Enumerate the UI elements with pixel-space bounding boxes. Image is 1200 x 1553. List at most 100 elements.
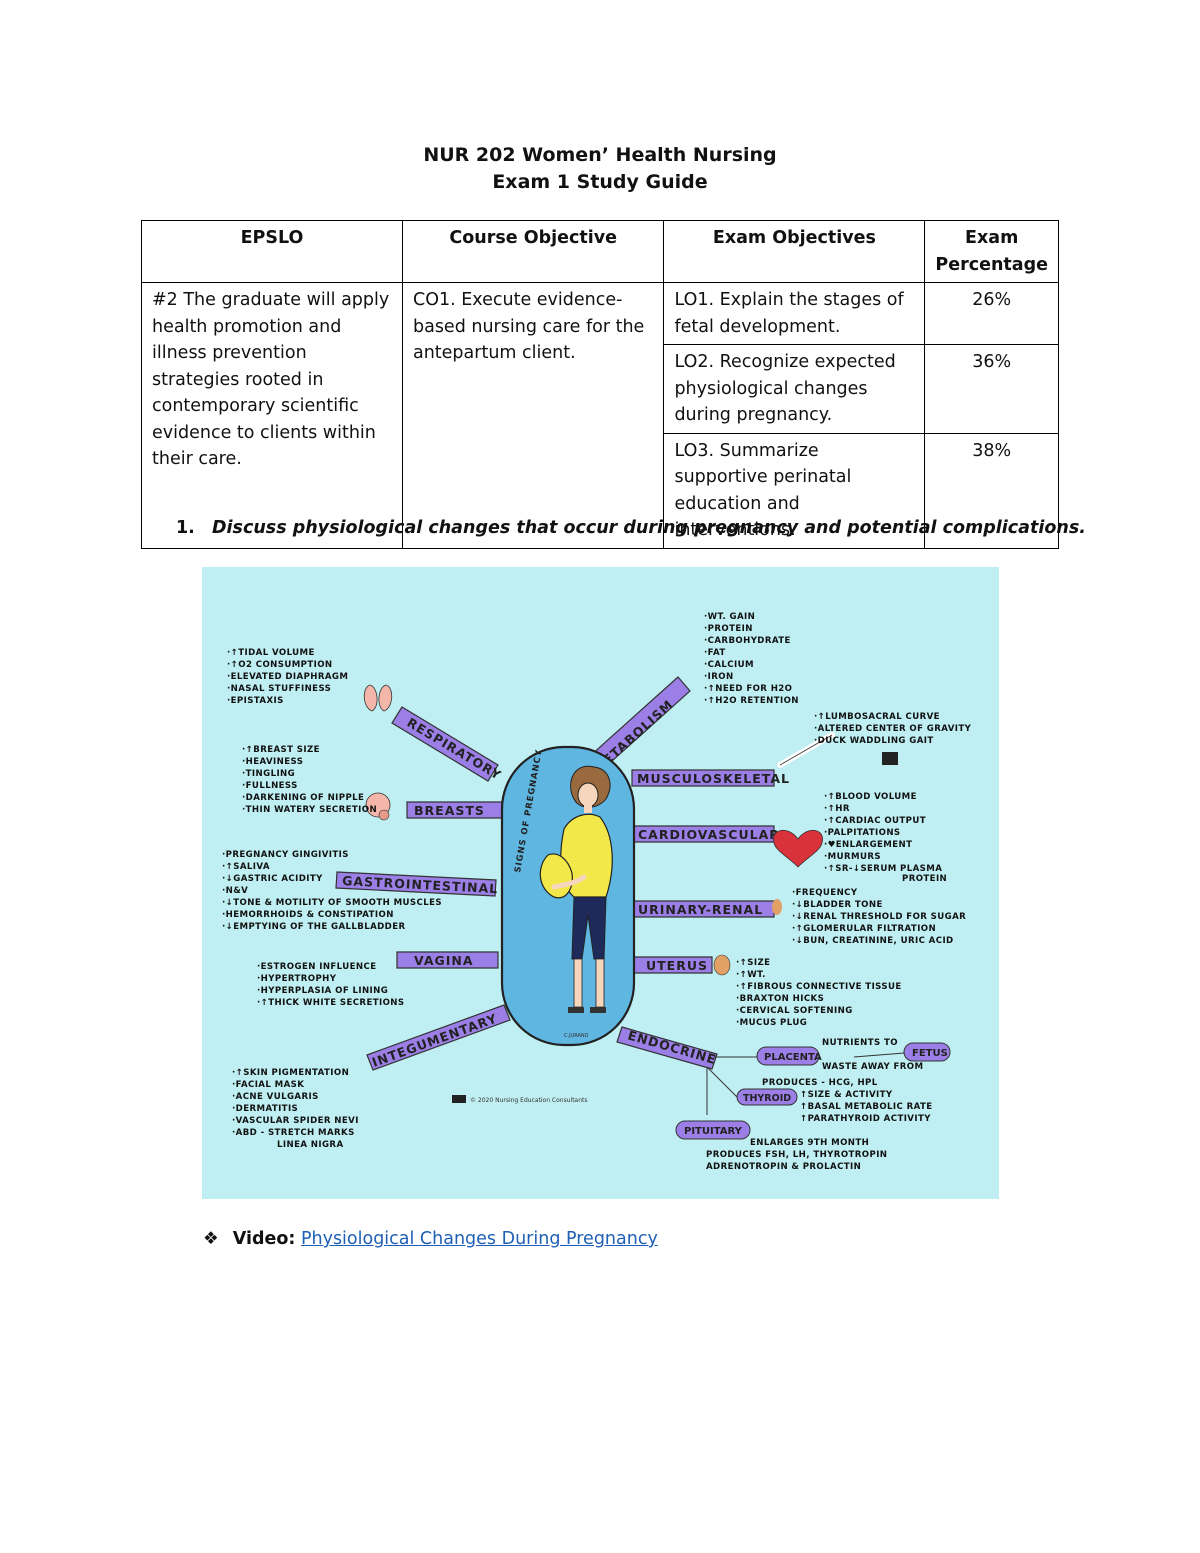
svg-text:·HYPERPLASIA OF LINING: ·HYPERPLASIA OF LINING xyxy=(257,986,388,996)
svg-text:THYROID: THYROID xyxy=(743,1093,791,1104)
svg-text:·N&V: ·N&V xyxy=(222,886,248,896)
svg-text:·↑FIBROUS CONNECTIVE TISSUE: ·↑FIBROUS CONNECTIVE TISSUE xyxy=(736,982,902,992)
pituitary-box: PITUITARY xyxy=(675,1120,751,1140)
svg-text:·DARKENING OF NIPPLE: ·DARKENING OF NIPPLE xyxy=(242,793,364,803)
band-label-urinary: URINARY-RENAL xyxy=(638,902,763,917)
uterus-notes: ·↑SIZE ·↑WT. ·↑FIBROUS CONNECTIVE TISSUE… xyxy=(736,958,902,1028)
svg-text:·PALPITATIONS: ·PALPITATIONS xyxy=(824,828,901,838)
question-1: 1.Discuss physiological changes that occ… xyxy=(176,518,1086,538)
svg-text:·FACIAL MASK: ·FACIAL MASK xyxy=(232,1080,304,1090)
svg-text:·↑SR-↓SERUM PLASMA: ·↑SR-↓SERUM PLASMA xyxy=(824,864,942,874)
svg-text:↑BASAL METABOLIC RATE: ↑BASAL METABOLIC RATE xyxy=(800,1102,933,1112)
svg-text:·FAT: ·FAT xyxy=(704,648,726,658)
band-label-musculoskeletal: MUSCULOSKELETAL xyxy=(637,771,790,786)
svg-text:·BRAXTON HICKS: ·BRAXTON HICKS xyxy=(736,994,824,1004)
endocrine-band xyxy=(616,1026,718,1070)
integumentary-notes: ·↑SKIN PIGMENTATION ·FACIAL MASK ·ACNE V… xyxy=(232,1068,358,1150)
table-header-row: EPSLO Course Objective Exam Objectives E… xyxy=(141,220,1059,283)
respiratory-notes: ·↑TIDAL VOLUME ·↑O2 CONSUMPTION ·ELEVATE… xyxy=(227,648,348,706)
svg-text:·HEAVINESS: ·HEAVINESS xyxy=(242,757,303,767)
fetus-box: FETUS xyxy=(903,1042,951,1062)
svg-text:·TINGLING: ·TINGLING xyxy=(242,769,295,779)
svg-text:·ACNE VULGARIS: ·ACNE VULGARIS xyxy=(232,1092,319,1102)
svg-text:·PREGNANCY GINGIVITIS: ·PREGNANCY GINGIVITIS xyxy=(222,850,349,860)
question-number: 1. xyxy=(176,518,195,538)
svg-text:·↑H2O RETENTION: ·↑H2O RETENTION xyxy=(704,696,799,706)
svg-text:·↑WT.: ·↑WT. xyxy=(736,970,766,980)
pregnant-woman-figure xyxy=(539,765,613,1013)
svg-text:ENLARGES 9TH MONTH: ENLARGES 9TH MONTH xyxy=(750,1138,869,1148)
svg-text:·ALTERED CENTER OF GRAVITY: ·ALTERED CENTER OF GRAVITY xyxy=(814,724,972,734)
svg-text:·↑GLOMERULAR FILTRATION: ·↑GLOMERULAR FILTRATION xyxy=(792,924,936,934)
svg-text:·ESTROGEN INFLUENCE: ·ESTROGEN INFLUENCE xyxy=(257,962,376,972)
heart-icon xyxy=(773,830,823,868)
header-exam-percentage: Exam Percentage xyxy=(924,220,1059,283)
document-subtitle: Exam 1 Study Guide xyxy=(492,171,708,193)
exam-objective-cell: LO1. Explain the stages of fetal develop… xyxy=(663,282,926,345)
pregnancy-changes-diagram: RESPIRATORY METABOLISM BREASTS MUSCULOSK… xyxy=(202,567,999,1199)
exam-objective-cell: LO2. Recognize expected physiological ch… xyxy=(663,344,926,434)
header-course-objective: Course Objective xyxy=(401,220,665,283)
cardiovascular-notes: ·↑BLOOD VOLUME ·↑HR ·↑CARDIAC OUTPUT ·PA… xyxy=(824,792,947,884)
gastrointestinal-band xyxy=(335,871,497,897)
breasts-notes: ·↑BREAST SIZE ·HEAVINESS ·TINGLING ·FULL… xyxy=(242,745,377,815)
video-label: Video: xyxy=(232,1229,296,1249)
metabolism-notes: ·WT. GAIN ·PROTEIN ·CARBOHYDRATE ·FAT ·C… xyxy=(704,612,799,706)
uterus-icon xyxy=(713,954,731,976)
vagina-notes: ·ESTROGEN INFLUENCE ·HYPERTROPHY ·HYPERP… xyxy=(257,962,404,1008)
percentage-cell: 36% xyxy=(924,344,1059,434)
header-epslo: EPSLO xyxy=(141,220,403,283)
svg-text:·↓RENAL THRESHOLD FOR SUGAR: ·↓RENAL THRESHOLD FOR SUGAR xyxy=(792,912,966,922)
band-label-vagina: VAGINA xyxy=(414,953,474,968)
copyright-note: © 2020 Nursing Education Consultants xyxy=(452,1095,588,1104)
table-row: LO3. Summarize supportive perinatal educ… xyxy=(142,432,1059,549)
svg-text:·↑SIZE: ·↑SIZE xyxy=(736,958,770,968)
percentage-cell: 26% xyxy=(924,282,1059,345)
musculoskeletal-band xyxy=(631,769,775,787)
endocrine-arrows xyxy=(706,1052,905,1115)
svg-text:·ABD - STRETCH MARKS: ·ABD - STRETCH MARKS xyxy=(232,1128,355,1138)
video-link[interactable]: Physiological Changes During Pregnancy xyxy=(300,1229,658,1249)
svg-text:PROTEIN: PROTEIN xyxy=(902,874,947,884)
svg-text:·↑SKIN PIGMENTATION: ·↑SKIN PIGMENTATION xyxy=(232,1068,349,1078)
svg-text:·DUCK WADDLING GAIT: ·DUCK WADDLING GAIT xyxy=(814,736,934,746)
svg-text:·CERVICAL SOFTENING: ·CERVICAL SOFTENING xyxy=(736,1006,853,1016)
svg-text:↑SIZE & ACTIVITY: ↑SIZE & ACTIVITY xyxy=(800,1090,893,1100)
placenta-box: PLACENTA xyxy=(756,1046,822,1066)
course-objective-cell: CO1. Execute evidence-based nursing care… xyxy=(401,282,665,549)
breast-icon xyxy=(365,792,391,821)
svg-text:·MURMURS: ·MURMURS xyxy=(824,852,881,862)
epslo-cell: #2 The graduate will apply health promot… xyxy=(141,282,403,549)
svg-text:·HYPERTROPHY: ·HYPERTROPHY xyxy=(257,974,337,984)
svg-text:·↑LUMBOSACRAL CURVE: ·↑LUMBOSACRAL CURVE xyxy=(814,712,940,722)
percentage-cell: 38% xyxy=(924,432,1059,549)
gastrointestinal-notes: ·PREGNANCY GINGIVITIS ·↑SALIVA ·↓GASTRIC… xyxy=(222,850,442,932)
integumentary-band xyxy=(366,1004,511,1071)
band-label-cardiovascular: CARDIOVASCULAR xyxy=(638,827,780,842)
pituitary-notes: ENLARGES 9TH MONTH PRODUCES FSH, LH, THY… xyxy=(706,1138,887,1172)
header-exam-objectives: Exam Objectives xyxy=(663,220,926,283)
svg-text:·PROTEIN: ·PROTEIN xyxy=(704,624,753,634)
lungs-icon xyxy=(363,684,393,712)
svg-text:·CARBOHYDRATE: ·CARBOHYDRATE xyxy=(704,636,791,646)
band-label-uterus: UTERUS xyxy=(646,958,708,973)
svg-text:·↓GASTRIC ACIDITY: ·↓GASTRIC ACIDITY xyxy=(222,874,323,884)
svg-text:© 2020 Nursing Education Consu: © 2020 Nursing Education Consultants xyxy=(470,1097,588,1104)
table-row: LO2. Recognize expected physiological ch… xyxy=(142,344,1059,434)
svg-text:·NASAL STUFFINESS: ·NASAL STUFFINESS xyxy=(227,684,331,694)
svg-text:·IRON: ·IRON xyxy=(704,672,734,682)
svg-text:·↓BUN, CREATININE, URIC ACID: ·↓BUN, CREATININE, URIC ACID xyxy=(792,936,954,946)
svg-text:·FULLNESS: ·FULLNESS xyxy=(242,781,298,791)
svg-text:·↑TIDAL VOLUME: ·↑TIDAL VOLUME xyxy=(227,648,315,658)
svg-text:PITUITARY: PITUITARY xyxy=(684,1126,743,1137)
svg-text:·↑BREAST SIZE: ·↑BREAST SIZE xyxy=(242,745,320,755)
table-row: #2 The graduate will apply health promot… xyxy=(141,282,1059,549)
center-oval xyxy=(500,745,636,1047)
svg-text:PRODUCES FSH, LH, THYROTROPIN: PRODUCES FSH, LH, THYROTROPIN xyxy=(706,1150,887,1160)
vagina-band xyxy=(396,951,499,969)
dog-icon xyxy=(882,752,898,765)
objectives-table: EPSLO Course Objective Exam Objectives E… xyxy=(141,220,1059,549)
video-item: ❖Video: Physiological Changes During Pre… xyxy=(203,1229,658,1249)
svg-text:·↑HR: ·↑HR xyxy=(824,804,850,814)
kidney-icon xyxy=(772,899,782,915)
